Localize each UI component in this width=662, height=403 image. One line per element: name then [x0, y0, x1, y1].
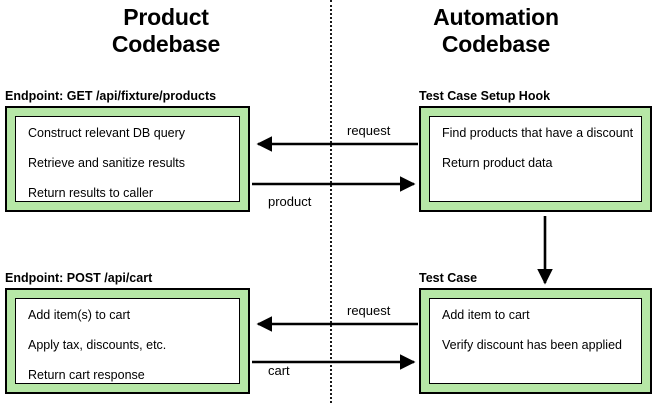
- list-item: Find products that have a discount: [442, 126, 634, 140]
- list-item: Construct relevant DB query: [28, 126, 186, 140]
- list-item: Return product data: [442, 156, 553, 170]
- group-label-test-case: Test Case: [419, 271, 478, 285]
- column-title-product: Product Codebase: [111, 4, 221, 57]
- inner-box-setup-hook: Find products that have a discount Retur…: [429, 116, 642, 202]
- group-label-setup-hook: Test Case Setup Hook: [419, 89, 551, 103]
- box-cart-endpoint: Add item(s) to cart Apply tax, discounts…: [5, 288, 250, 394]
- box-test-case: Add item to cart Verify discount has bee…: [419, 288, 652, 394]
- column-title-automation: Automation Codebase: [433, 4, 559, 57]
- inner-box-cart-endpoint: Add item(s) to cart Apply tax, discounts…: [15, 298, 240, 384]
- list-item: Return results to caller: [28, 186, 154, 200]
- list-item: Add item to cart: [442, 308, 530, 322]
- inner-box-test-case: Add item to cart Verify discount has bee…: [429, 298, 642, 384]
- group-label-product-endpoint: Endpoint: GET /api/fixture/products: [5, 89, 217, 103]
- arrow-label-cart: cart: [268, 363, 290, 378]
- arrow-label-request-bottom: request: [347, 303, 391, 318]
- box-setup-hook: Find products that have a discount Retur…: [419, 106, 652, 212]
- column-divider: [330, 0, 332, 403]
- arrow-label-request-top: request: [347, 123, 391, 138]
- list-item: Return cart response: [28, 368, 145, 382]
- list-item: Add item(s) to cart: [28, 308, 131, 322]
- arrow-label-product: product: [268, 194, 312, 209]
- box-product-endpoint: Construct relevant DB query Retrieve and…: [5, 106, 250, 212]
- inner-box-product-endpoint: Construct relevant DB query Retrieve and…: [15, 116, 240, 202]
- list-item: Retrieve and sanitize results: [28, 156, 186, 170]
- group-label-cart-endpoint: Endpoint: POST /api/cart: [5, 271, 153, 285]
- list-item: Apply tax, discounts, etc.: [28, 338, 167, 352]
- list-item: Verify discount has been applied: [442, 338, 622, 352]
